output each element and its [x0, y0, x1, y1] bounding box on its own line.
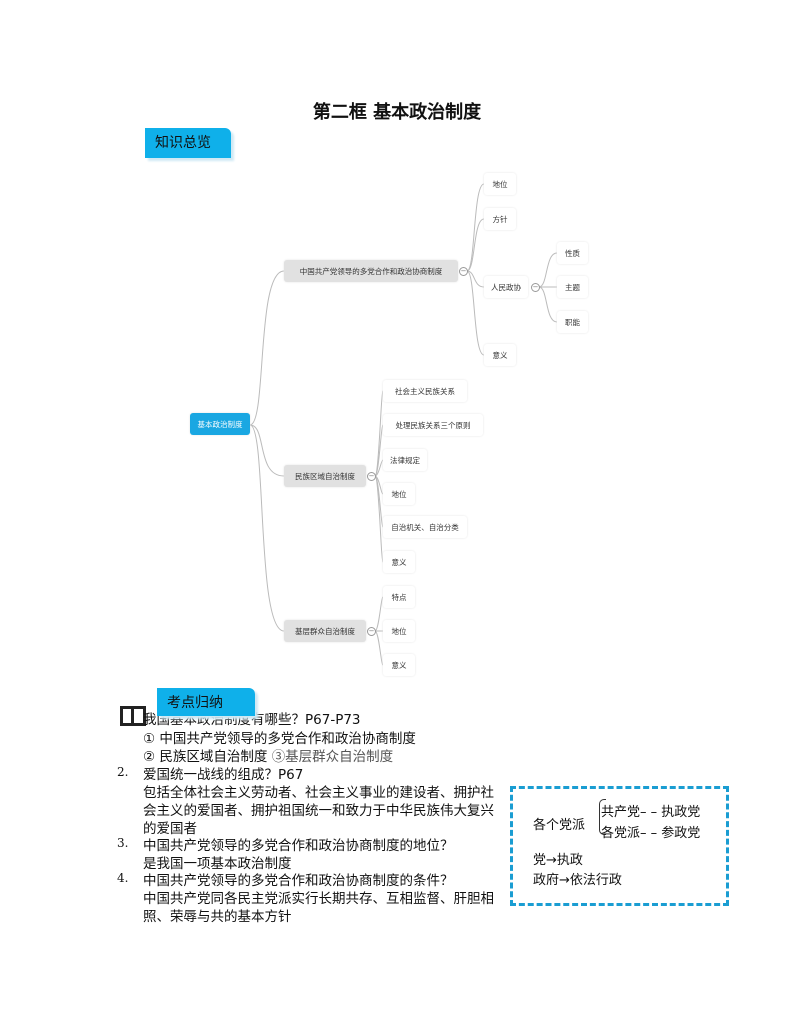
answer-4-line-2: 照、荣辱与共的基本方针	[143, 909, 292, 925]
question-4: 中国共产党领导的多党合作和政治协商制度的条件？	[143, 873, 454, 889]
number-3: 3.	[117, 836, 129, 850]
brace	[599, 799, 606, 835]
question-3: 中国共产党领导的多党合作和政治协商制度的地位？	[143, 838, 454, 854]
mindmap-leaf[interactable]: 处理民族关系三个原则	[383, 414, 483, 436]
collapse-toggle-icon[interactable]: −	[531, 283, 540, 292]
mindmap-leaf[interactable]: 社会主义民族关系	[383, 380, 467, 402]
question-2: 爱国统一战线的组成？P67	[143, 767, 304, 783]
connector-line	[374, 475, 384, 563]
collapse-toggle-icon[interactable]: −	[459, 267, 468, 276]
mindmap-branch[interactable]: 中国共产党领导的多党合作和政治协商制度	[284, 260, 458, 282]
book-icon	[120, 706, 146, 726]
answer-2-line-3: 的爱国者	[143, 821, 197, 837]
mindmap-branch[interactable]: 基层群众自治制度	[284, 620, 366, 642]
mindmap-leaf[interactable]: 意义	[383, 551, 415, 573]
connector-line	[466, 270, 485, 288]
section-tab-overview: 知识总览	[145, 128, 231, 158]
mindmap-leaf[interactable]: 意义	[383, 654, 415, 676]
connector-line	[466, 270, 485, 356]
page-title: 第二框 基本政治制度	[312, 102, 482, 123]
section-tab-keypoints: 考点归纳	[157, 688, 255, 716]
note-line-1: 党→执政	[533, 853, 583, 868]
note-line-2: 政府→依法行政	[533, 873, 622, 888]
connector-line	[374, 424, 384, 477]
answer-2-line-2: 会主义的爱国者、拥护祖国统一和致力于中华民族伟大复兴	[143, 803, 494, 819]
mindmap-leaf[interactable]: 方针	[484, 208, 516, 230]
note-item-2: 各党派– – 参政党	[601, 826, 701, 841]
answer-1-item-1: ① 中国共产党领导的多党合作和政治协商制度	[143, 731, 416, 747]
mindmap-leaf[interactable]: 地位	[383, 483, 415, 505]
connector-line	[249, 424, 285, 632]
connector-line	[374, 596, 384, 632]
mindmap-leaf[interactable]: 主题	[557, 276, 588, 298]
mindmap-branch[interactable]: 民族区域自治制度	[284, 465, 366, 487]
mindmap-leaf[interactable]: 地位	[383, 620, 415, 642]
number-2: 2.	[117, 765, 129, 779]
mindmap-leaf[interactable]: 性质	[557, 242, 588, 264]
mindmap-leaf[interactable]: 自治机关、自治分类	[383, 516, 467, 538]
answer-4-line-1: 中国共产党同各民主党派实行长期共存、互相监督、肝胆相	[143, 891, 494, 907]
connector-line	[538, 286, 558, 323]
connector-line	[466, 183, 485, 272]
connector-line	[466, 218, 485, 272]
answer-1-item-2: ② 民族区域自治制度	[143, 749, 272, 765]
connector-line	[374, 630, 384, 666]
mindmap-leaf[interactable]: 特点	[383, 586, 415, 608]
mindmap-leaf[interactable]: 人民政协	[484, 276, 528, 298]
mindmap-root[interactable]: 基本政治制度	[190, 413, 250, 435]
mindmap-leaf[interactable]: 法律规定	[383, 449, 427, 471]
mindmap-leaf[interactable]: 意义	[484, 344, 516, 366]
answer-3: 是我国一项基本政治制度	[143, 856, 292, 872]
collapse-toggle-icon[interactable]: −	[367, 472, 376, 481]
connector-line	[538, 252, 558, 288]
number-4: 4.	[117, 871, 129, 885]
note-box: 各个党派 共产党– – 执政党 各党派– – 参政党 党→执政 政府→依法行政	[510, 786, 729, 906]
note-item-1: 共产党– – 执政党	[601, 805, 701, 820]
note-label: 各个党派	[533, 818, 586, 833]
answer-2-line-1: 包括全体社会主义劳动者、社会主义事业的建设者、拥护社	[143, 785, 494, 801]
collapse-toggle-icon[interactable]: −	[367, 627, 376, 636]
answer-1-item-3: ③基层群众自治制度	[271, 749, 394, 765]
mindmap-leaf[interactable]: 职能	[557, 311, 588, 333]
connector-line	[249, 270, 285, 426]
connector-line	[249, 424, 285, 477]
mindmap-leaf[interactable]: 地位	[484, 173, 516, 195]
question-1: 我国基本政治制度有哪些？P67-P73	[143, 712, 361, 728]
